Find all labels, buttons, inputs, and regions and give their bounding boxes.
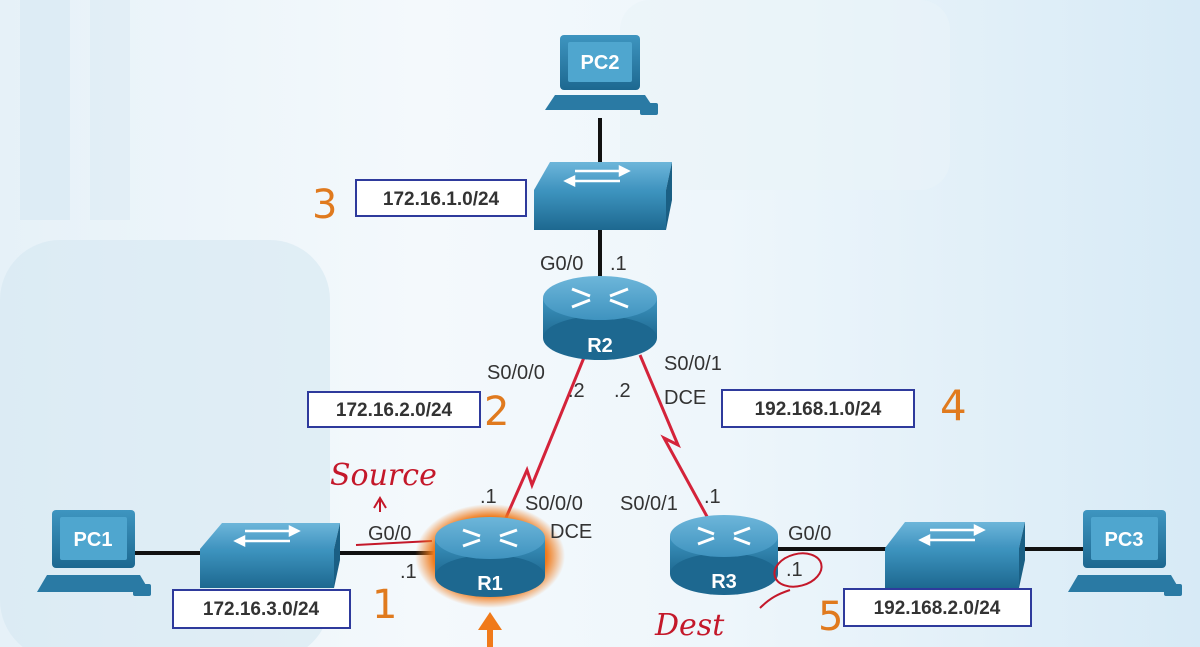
annotation-number-4: 4: [940, 381, 967, 430]
network-label-n4: 192.168.1.0/24: [721, 389, 915, 428]
annotation-source: Source: [330, 458, 437, 493]
serial-link-r1-r2: [503, 354, 587, 521]
network-label-n3: 172.16.1.0/24: [355, 179, 527, 217]
r1-pointer-arrow: [478, 612, 502, 647]
r1-g00-ip: .1: [400, 561, 417, 583]
annotation-number-2: 2: [484, 389, 509, 435]
r2-g00-ip: .1: [610, 253, 627, 275]
switch-right: [885, 522, 1025, 588]
network-n3-text: 172.16.1.0/24: [383, 189, 500, 210]
r1-label: R1: [477, 573, 503, 595]
r1-s000-label: S0/0/0: [525, 493, 583, 515]
pc2-computer: PC2: [545, 35, 658, 115]
r3-g00-ip-circle: [773, 552, 823, 588]
r2-s001-label: S0/0/1: [664, 353, 722, 375]
pc1-label: PC1: [74, 529, 113, 551]
router-r1: R1: [415, 504, 565, 608]
r2-s001-ip: .2: [614, 380, 631, 402]
annotation-number-3: 3: [312, 182, 337, 228]
network-n1-text: 172.16.3.0/24: [203, 599, 320, 620]
serial-link-r2-r3: [638, 354, 712, 523]
annotation-number-5: 5: [818, 594, 843, 640]
r1-g00-label: G0/0: [368, 523, 411, 545]
dest-arrow: [759, 589, 791, 609]
r3-g00-ip: .1: [786, 559, 803, 581]
pc2-label: PC2: [581, 52, 620, 74]
serial-links: [503, 354, 712, 523]
switch-top: [534, 162, 672, 230]
r2-g00-label: G0/0: [540, 253, 583, 275]
r2-s000-ip: .2: [568, 380, 585, 402]
r2-label: R2: [587, 335, 613, 357]
r1-s000-ip: .1: [480, 486, 497, 508]
pc3-computer: PC3: [1068, 510, 1182, 596]
r1-s000-dce: DCE: [550, 521, 592, 543]
annotation-number-1: 1: [372, 582, 397, 628]
r3-s001-ip: .1: [704, 486, 721, 508]
source-caret: [373, 496, 387, 512]
network-label-n1: 172.16.3.0/24: [172, 589, 351, 629]
network-label-n2: 172.16.2.0/24: [307, 391, 481, 428]
pc3-label: PC3: [1105, 529, 1144, 551]
network-n5-text: 192.168.2.0/24: [874, 598, 1001, 619]
network-label-n5: 192.168.2.0/24: [843, 588, 1032, 627]
pc1-computer: PC1: [37, 510, 151, 596]
r3-label: R3: [711, 571, 737, 593]
r2-s001-dce: DCE: [664, 387, 706, 409]
annotation-dest: Dest: [654, 608, 725, 643]
network-n2-text: 172.16.2.0/24: [336, 400, 453, 421]
r3-g00-label: G0/0: [788, 523, 831, 545]
router-r3: R3: [670, 515, 778, 595]
switch-left: [200, 523, 340, 588]
r3-s001-label: S0/0/1: [620, 493, 678, 515]
router-r2: R2: [543, 276, 657, 360]
r2-s000-label: S0/0/0: [487, 362, 545, 384]
network-n4-text: 192.168.1.0/24: [755, 399, 882, 420]
